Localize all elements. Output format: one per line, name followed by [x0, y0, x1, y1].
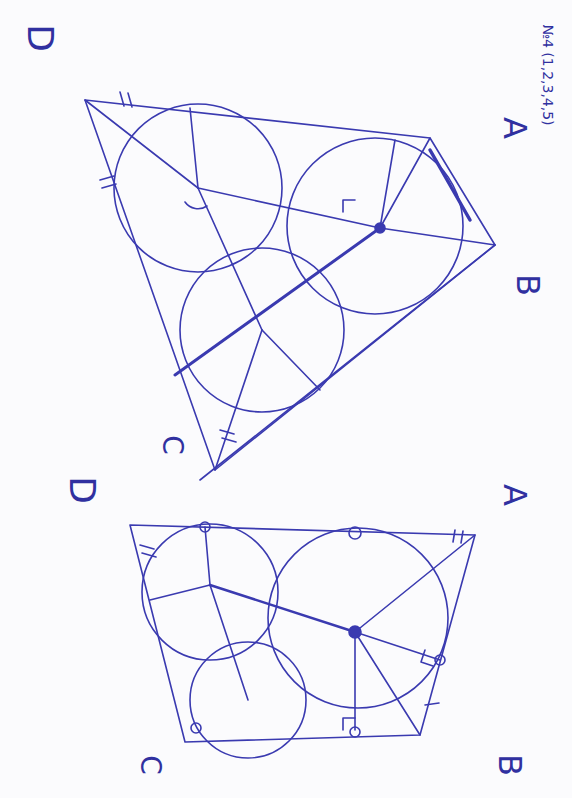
center-dot — [375, 223, 385, 233]
right-angle-mark — [343, 200, 355, 212]
circle — [142, 524, 278, 660]
bisector — [355, 535, 475, 632]
tick-mark — [140, 545, 156, 557]
radius — [354, 632, 356, 730]
angle-mark — [185, 202, 207, 209]
radius — [262, 330, 320, 390]
bisector — [380, 228, 495, 245]
vertex-label: D — [22, 24, 58, 52]
radius — [150, 585, 210, 600]
tick-mark — [453, 530, 463, 543]
radius — [380, 140, 395, 228]
vertex-label: D — [64, 476, 100, 504]
tangent-point — [349, 527, 361, 539]
center-line — [175, 228, 380, 375]
center-dot — [349, 626, 361, 638]
bisector — [355, 632, 420, 735]
circle — [114, 104, 282, 272]
vertex-label: A — [499, 484, 531, 506]
tick-mark — [100, 176, 116, 188]
vertex-label: B — [512, 274, 544, 296]
quadrilateral — [85, 100, 495, 470]
problem-number: №4 (1,2,3,4,5) — [541, 24, 555, 125]
vertex-label: C — [158, 435, 186, 455]
radius — [205, 527, 210, 585]
bisector — [215, 330, 262, 470]
tangent-point — [200, 522, 210, 532]
center-line — [198, 188, 262, 330]
vertex-label: C — [136, 755, 164, 775]
center-line — [210, 585, 248, 700]
right-angle-mark — [421, 650, 433, 666]
radius — [355, 632, 440, 660]
tick-mark — [425, 703, 439, 705]
tick-mark — [220, 430, 236, 442]
tick-mark — [120, 92, 132, 107]
circle — [268, 528, 448, 708]
center-line — [198, 188, 380, 228]
quadrilateral — [130, 525, 475, 742]
radius — [190, 108, 198, 188]
bisector — [380, 138, 430, 228]
vertex-label: B — [494, 754, 526, 776]
center-line — [210, 585, 355, 632]
extension-line — [200, 245, 495, 480]
bisector — [85, 100, 198, 188]
tangent-point — [435, 655, 445, 665]
tangent-segment — [430, 150, 470, 220]
vertex-label: A — [499, 117, 531, 139]
tangent-point — [191, 723, 201, 733]
right-angle-mark — [343, 718, 355, 730]
tangent-point — [350, 727, 360, 737]
